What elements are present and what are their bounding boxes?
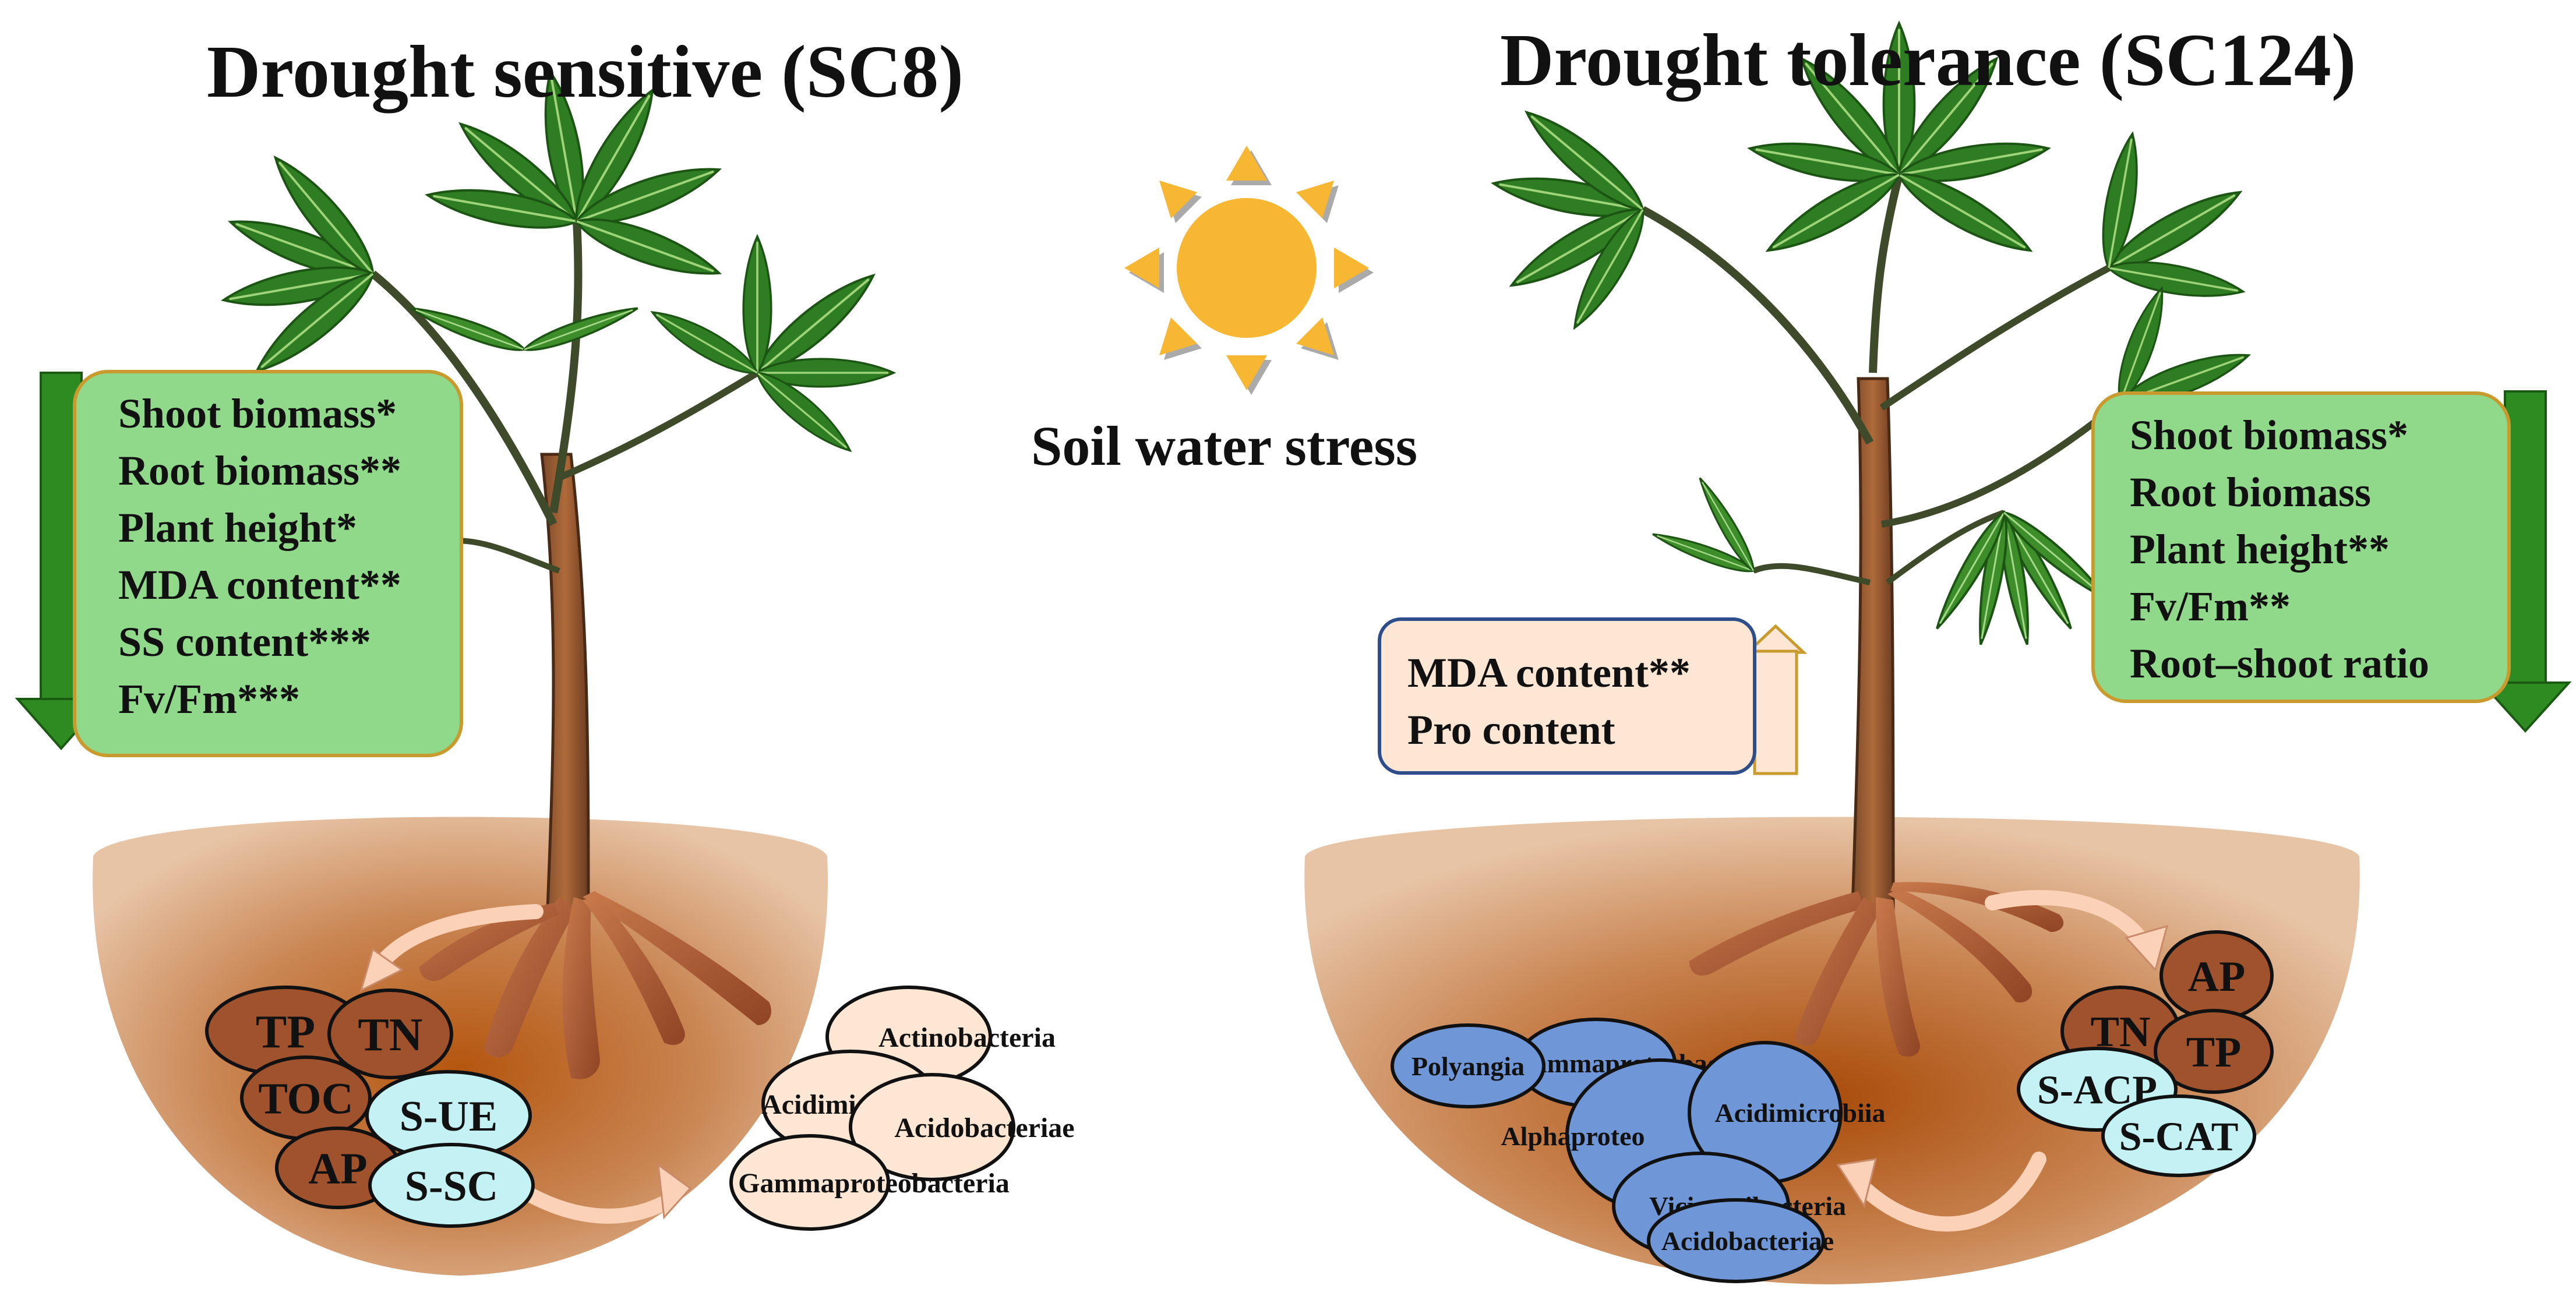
bacteria-polyangia-label: Polyangia bbox=[1411, 1051, 1525, 1081]
trait-fv-fm: Fv/Fm*** bbox=[118, 676, 300, 722]
left-arrow-to-properties bbox=[371, 904, 544, 974]
right-arrowhead-bacteria bbox=[1836, 1158, 1878, 1208]
trait-mda-content: MDA content** bbox=[118, 562, 401, 608]
trait-shoot-biomass: Shoot biomass* bbox=[118, 390, 397, 437]
right-arrowhead-properties bbox=[2125, 924, 2169, 972]
bacteria-acidobacteriae: Acidobacteriae bbox=[1647, 1198, 1834, 1283]
bacteria-alphaproteo-label: Alphaproteo bbox=[1501, 1121, 1645, 1151]
left-arrow-to-bacteria bbox=[511, 1181, 677, 1224]
trait-plant-height: Plant height* bbox=[118, 504, 358, 551]
trait-mda-content: MDA content** bbox=[1407, 649, 1691, 696]
enzyme-s-cat: S-CAT bbox=[2101, 1094, 2256, 1177]
bacteria-polyangia: Polyangia bbox=[1391, 1023, 1545, 1108]
right-cassava-plant bbox=[1490, 22, 2254, 1057]
right-arrow-to-properties bbox=[1985, 889, 2151, 951]
bacteria-gammaproteobacteria-label: Gammaproteobacteria bbox=[738, 1168, 1010, 1199]
left-title: Drought sensitive (SC8) bbox=[207, 30, 964, 113]
soil-property-tn: TN bbox=[327, 988, 453, 1079]
left-cassava-plant bbox=[220, 68, 895, 1079]
left-traits-box: Shoot biomass* Root biomass** Plant heig… bbox=[73, 370, 463, 757]
soil-property-toc: TOC bbox=[240, 1055, 372, 1140]
trait-ss-content: SS content*** bbox=[118, 619, 372, 665]
bacteria-acidobacteriae-label: Acidobacteriae bbox=[1661, 1226, 1834, 1256]
enzyme-s-ue-label: S-UE bbox=[400, 1093, 498, 1140]
bacteria-acidimicrobiia: Acidimicrobiia bbox=[1688, 1041, 1886, 1184]
right-traits-box: Shoot biomass* Root biomass Plant height… bbox=[2091, 391, 2511, 703]
trait-plant-height: Plant height** bbox=[2130, 526, 2390, 573]
enzyme-s-cat-label: S-CAT bbox=[2119, 1115, 2239, 1160]
left-arrowhead-properties bbox=[359, 948, 404, 992]
bacteria-acidimicrobiia-label: Acidimicrobiia bbox=[1714, 1098, 1885, 1128]
soil-property-tn-label: TN bbox=[358, 1009, 422, 1061]
soil-property-tp-label: TP bbox=[2186, 1029, 2242, 1076]
soil-property-tp: TP bbox=[2154, 1009, 2274, 1094]
right-arrow-to-bacteria bbox=[1851, 1152, 2046, 1232]
enzyme-s-sc-label: S-SC bbox=[405, 1163, 498, 1210]
soil-property-tp-label: TP bbox=[256, 1007, 315, 1058]
bacteria-acidobacteriae-label: Acidobacteriae bbox=[894, 1113, 1074, 1143]
bacteria-acidobacteriae: Acidobacteriae bbox=[849, 1073, 1075, 1181]
trait-root-shoot-ratio: Root–shoot ratio bbox=[2130, 640, 2429, 687]
right-increase-box: MDA content** Pro content bbox=[1378, 617, 1756, 775]
soil-water-stress-label: Soil water stress bbox=[1031, 415, 1418, 477]
soil-property-toc-label: TOC bbox=[258, 1075, 353, 1124]
bacteria-gammaproteobacteria: Gammaproteobacteria bbox=[729, 1134, 1010, 1231]
trait-root-biomass: Root biomass** bbox=[118, 447, 402, 494]
trait-fv-fm: Fv/Fm** bbox=[2130, 583, 2291, 630]
enzyme-s-ue: S-UE bbox=[365, 1070, 532, 1161]
bacteria-actinobacteria-label: Actinobacteria bbox=[878, 1022, 1056, 1053]
soil-property-ap-label: AP bbox=[2188, 953, 2246, 1001]
left-arrowhead-bacteria bbox=[657, 1163, 692, 1220]
sun-icon bbox=[1124, 146, 1374, 395]
trait-shoot-biomass: Shoot biomass* bbox=[2130, 412, 2409, 458]
right-soil-bowl bbox=[1304, 817, 2360, 1284]
enzyme-s-sc: S-SC bbox=[368, 1143, 535, 1228]
right-title: Drought tolerance (SC124) bbox=[1500, 19, 2356, 101]
trait-root-biomass: Root biomass bbox=[2130, 469, 2372, 515]
trait-pro-content: Pro content bbox=[1407, 707, 1615, 753]
right-decrease-arrow bbox=[2479, 390, 2572, 733]
soil-property-ap-label: AP bbox=[308, 1145, 367, 1193]
soil-property-ap: AP bbox=[2159, 930, 2274, 1021]
